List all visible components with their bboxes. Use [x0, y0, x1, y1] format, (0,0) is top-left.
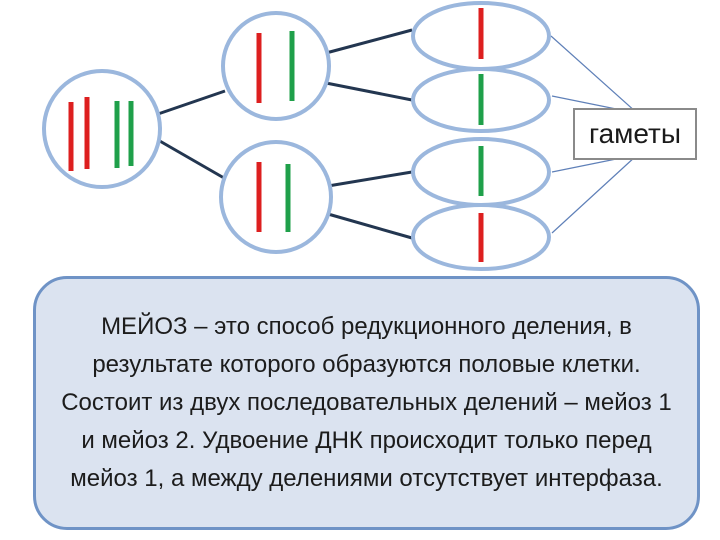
pointer-to-gamete-4 [551, 155, 637, 234]
connector-lower-to-gamete-4 [327, 212, 413, 240]
gamete-2 [411, 67, 551, 133]
definition-text: МЕЙОЗ – это способ редукционного деления… [61, 313, 672, 492]
connector-upper-to-gamete-1 [325, 28, 413, 55]
connector-parent-to-lower [157, 138, 225, 180]
gametes-label: гаметы [573, 108, 697, 160]
gametes-label-text: гаметы [588, 118, 681, 149]
gamete-3 [411, 137, 551, 207]
pointer-to-gamete-1 [550, 35, 637, 113]
connector-lower-to-gamete-3 [327, 170, 413, 188]
parent-cell [42, 69, 162, 189]
pointer-lines [550, 35, 637, 234]
connector-lines [157, 28, 413, 240]
daughter-cell-upper [221, 11, 331, 121]
connector-parent-to-upper [157, 89, 226, 116]
daughter-cell-lower [219, 140, 333, 254]
gamete-4 [411, 203, 551, 271]
definition-box: МЕЙОЗ – это способ редукционного деления… [33, 276, 700, 530]
gamete-1 [411, 1, 551, 71]
connector-upper-to-gamete-2 [325, 81, 413, 102]
